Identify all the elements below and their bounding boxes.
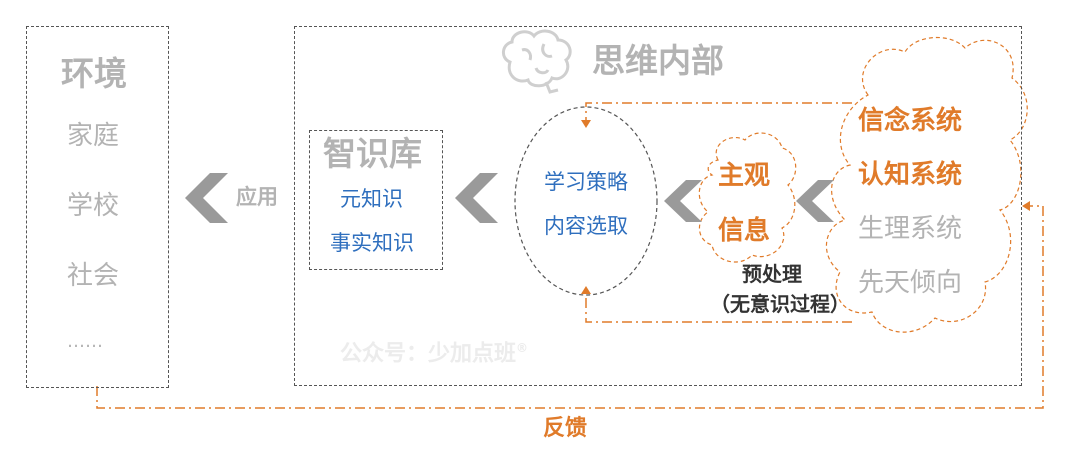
environment-item-school: 学校 [67,191,120,221]
chevron-to-subjective [796,180,834,222]
bottom-loop-line [585,292,852,323]
chevron-to-strategy [664,180,702,222]
strategy-line-1: 学习策略 [544,170,628,194]
top-loop-arrow [581,120,591,128]
system-cognition: 认知系统 [858,160,963,190]
chevron-apply [185,173,228,223]
environment-item-society: 社会 [67,261,120,291]
subjective-info-cloud [698,132,797,263]
subjective-info-line-1: 主观 [718,161,771,191]
bottom-loop-arrow [581,286,591,294]
system-innate: 先天倾向 [858,268,963,298]
knowledge-base-fact-knowledge: 事实知识 [330,231,414,255]
brain-icon [502,29,572,94]
watermark-text: 公众号：少加点班 [340,341,517,367]
inner-mind-title: 思维内部 [592,41,724,80]
environment-title: 环境 [61,54,127,93]
system-physiology: 生理系统 [858,214,963,244]
feedback-arrow [1022,201,1030,211]
preprocess-line-1: 预处理 [742,262,802,286]
watermark-registered-mark: ® [516,341,529,355]
preprocess-line-2: （无意识过程） [710,292,850,316]
watermark: 公众号：少加点班® [340,342,528,365]
knowledge-base-meta-knowledge: 元知识 [340,187,403,211]
systems-cloud [825,36,1028,333]
knowledge-base-box: 智识库 元知识 事实知识 [309,130,443,270]
subjective-info-line-2: 信息 [718,216,771,246]
strategy-line-2: 内容选取 [544,214,628,238]
environment-item-more: …… [67,331,103,352]
chevron-to-kb [455,173,498,223]
feedback-label: 反馈 [543,416,588,441]
strategy-ellipse [514,106,658,296]
environment-item-family: 家庭 [67,121,120,151]
top-loop-line [585,102,852,122]
feedback-line [96,205,1044,409]
environment-box: 环境 家庭 学校 社会 …… [26,26,169,388]
knowledge-base-title: 智识库 [323,134,422,173]
inner-mind-box [294,26,1022,386]
apply-label: 应用 [236,185,278,209]
system-belief: 信念系统 [858,106,963,136]
